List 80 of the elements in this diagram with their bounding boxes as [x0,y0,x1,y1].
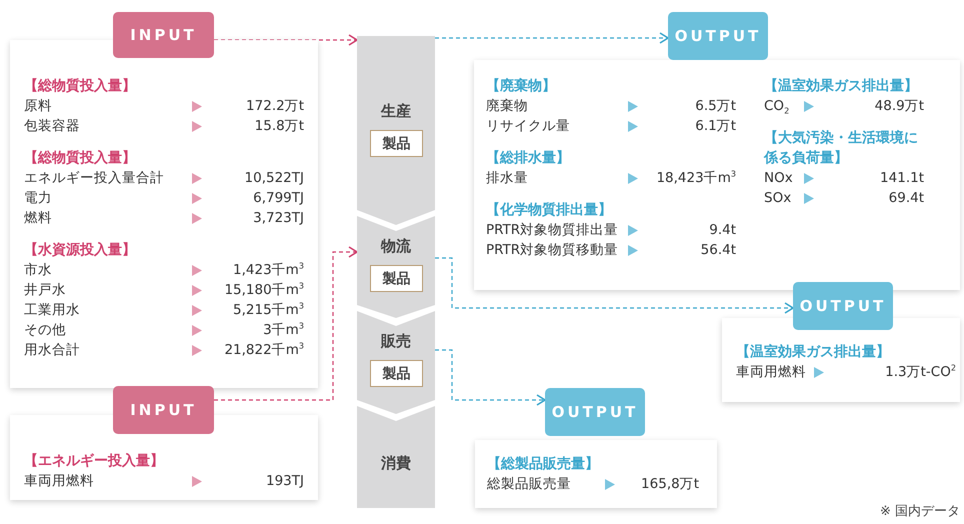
value-text: 193TJ [265,472,304,491]
dashed-arrow [214,34,358,46]
item-label: 総製品販売量 [487,475,572,494]
section-heading: 【総物質投入量】 [24,77,137,96]
item-label: 排水量 [486,169,529,188]
section-heading: 【温室効果ガス排出量】 [736,342,891,362]
item-label: 電力 [24,189,53,208]
footnote: ※ 国内データ [880,503,960,520]
value-text: 56.4t [700,241,736,260]
product-label: 製品 [370,265,423,292]
value-text: 18,423千m$^{3}$ [655,168,736,188]
item-label: 包装容器 [24,117,81,136]
value-text: 3千m$^{3}$ [262,320,304,340]
tag-label: OUTPUT [668,12,768,60]
section-heading: 【水資源投入量】 [24,241,137,260]
item-label: 燃料 [24,209,53,228]
value-text: 141.1t [879,169,924,188]
section-heading: 【総製品販売量】 [487,455,600,474]
value-text: 1,423千m$^{3}$ [232,260,304,280]
item-label: PRTR対象物質移動量 [486,241,620,260]
stage-band [357,36,435,225]
section-heading: 【総排水量】 [486,149,571,168]
value-text: 10,522TJ [244,169,304,188]
value-text: 9.4t [708,221,736,240]
section-heading: 【大気汚染・生活環境に係る負荷量】 [764,128,919,168]
stage-label: 販売 [380,332,412,351]
section-heading: 【温室効果ガス排出量】 [764,76,919,96]
section-heading: 【エネルギー投入量】 [24,452,165,471]
stage-label: 物流 [380,237,412,256]
value-text: 5,215千m$^{3}$ [232,300,304,320]
tag-label: INPUT [113,386,214,434]
stage-band [357,406,435,508]
tag-label: INPUT [113,12,214,58]
item-label: 市水 [24,261,53,280]
dashed-arrow [435,257,794,314]
data-card [474,60,960,290]
section-heading: 【廃棄物】 [486,76,557,96]
item-label: 原料 [24,97,53,116]
item-label: PRTR対象物質排出量 [486,221,620,240]
stage-label: 生産 [380,102,412,121]
dashed-arrow [435,349,546,406]
item-label: 工業用水 [24,301,81,320]
value-text: 15.8万t [254,117,304,136]
product-label: 製品 [370,130,423,157]
item-label: NOx [764,169,794,188]
data-card [10,40,318,388]
section-heading: 【化学物質排出量】 [486,201,613,220]
item-label: 用水合計 [24,341,81,360]
value-text: 48.9万t [874,97,924,116]
item-label: CO$_{2}$ [764,97,790,116]
value-text: 6,799TJ [252,189,304,208]
section-heading: 【総物質投入量】 [24,149,137,168]
dashed-arrow [214,246,358,401]
item-label: 廃棄物 [486,97,529,116]
item-label: その他 [24,321,67,340]
value-text: 15,180千m$^{3}$ [223,280,304,300]
value-text: 6.5万t [694,97,736,116]
value-text: 21,822千m$^{3}$ [223,340,304,360]
value-text: 172.2万t [245,97,304,116]
value-text: 69.4t [888,189,924,208]
data-card [722,318,960,402]
data-card [475,440,717,508]
item-label: エネルギー投入量合計 [24,169,165,188]
item-label: 車両用燃料 [24,472,95,491]
stage-band [357,311,435,414]
stage-label: 消費 [380,454,412,473]
item-label: 車両用燃料 [736,363,807,382]
value-text: 3,723TJ [252,209,304,228]
dashed-arrow [435,32,669,44]
tag-label: OUTPUT [793,282,893,330]
value-text: 165,8万t [640,475,699,494]
value-text: 1.3万t-CO$^{2}$ [884,362,956,382]
stage-band [357,216,435,318]
item-label: 井戸水 [24,281,67,300]
value-text: 6.1万t [694,117,736,136]
product-label: 製品 [370,360,423,387]
tag-label: OUTPUT [545,388,645,436]
item-label: SOx [764,189,792,208]
data-card [10,415,318,500]
item-label: リサイクル量 [486,117,571,136]
